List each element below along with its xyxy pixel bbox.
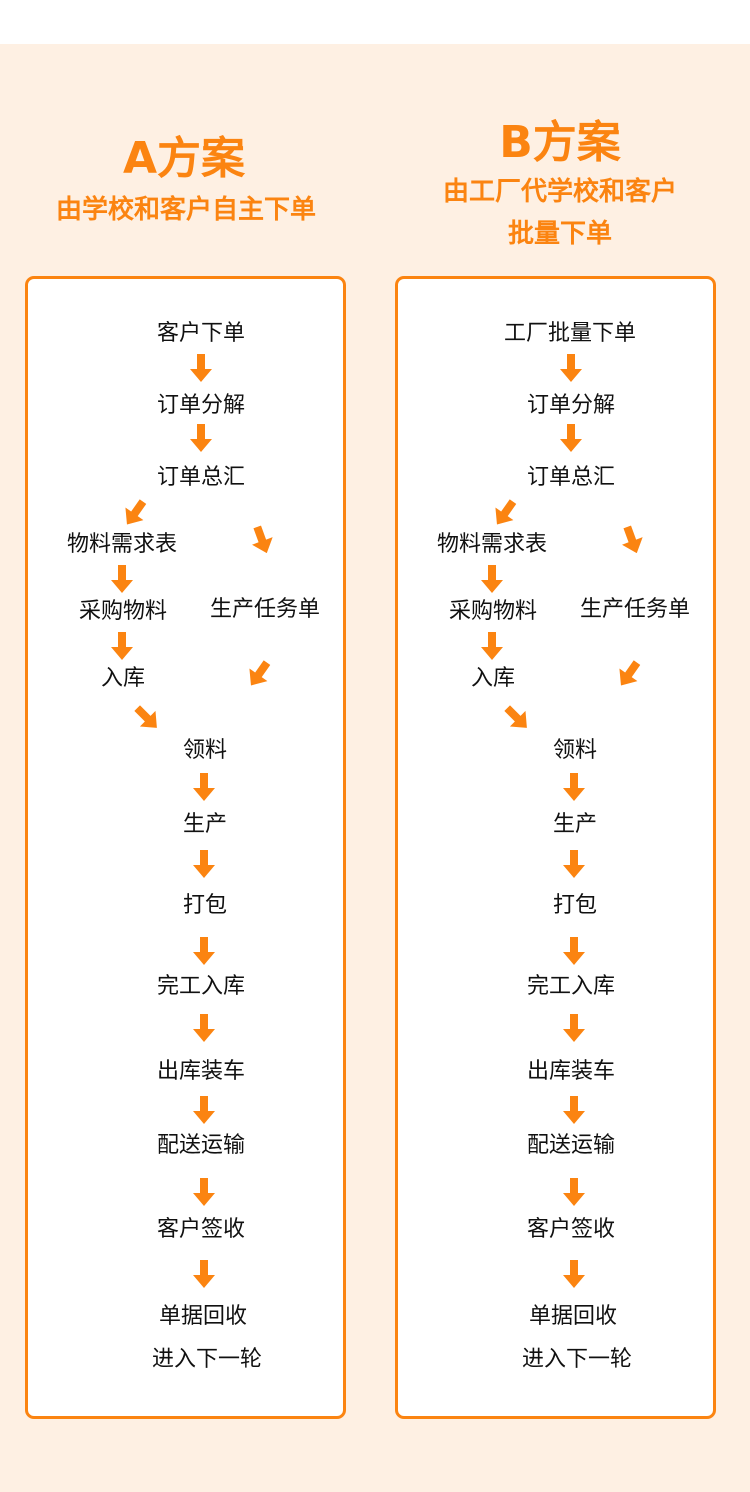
arrow-icon (563, 1014, 585, 1042)
plan-b-flow-step: 采购物料 (448, 599, 538, 624)
arrow-icon (190, 424, 212, 452)
plan-b-flow-step: 订单分解 (526, 393, 616, 418)
plan-a-flow-step: 打包 (182, 893, 228, 918)
arrow-icon (504, 705, 527, 728)
arrow-icon (563, 1178, 585, 1206)
plan-b-subtitle-line1: 由工厂代学校和客户 (442, 177, 678, 207)
arrow-icon (193, 937, 215, 965)
plan-a-title: A方案 (122, 133, 246, 184)
plan-b-flow-step: 打包 (552, 893, 598, 918)
arrow-icon (560, 354, 582, 382)
plan-b-flow-step: 订单总汇 (526, 465, 616, 490)
plan-b-flow-step: 工厂批量下单 (503, 321, 637, 346)
arrow-icon (249, 660, 271, 686)
plan-a-flow-step: 生产任务单 (209, 597, 321, 622)
plan-b-flow-step: 生产任务单 (579, 597, 691, 622)
arrow-icon (193, 773, 215, 801)
plan-b-flow-step: 配送运输 (526, 1133, 616, 1158)
plan-a-flow-step: 生产 (182, 812, 228, 837)
plan-a-flow-step: 采购物料 (78, 599, 168, 624)
arrow-icon (125, 499, 147, 525)
plan-a-flow-step: 订单总汇 (156, 465, 246, 490)
plan-a-flow-step: 客户签收 (156, 1217, 246, 1242)
plan-b-flow-step: 完工入库 (526, 974, 616, 999)
arrow-icon (111, 565, 133, 593)
plan-b-flow-step: 出库装车 (526, 1059, 616, 1084)
arrow-icon (190, 354, 212, 382)
arrow-icon (563, 937, 585, 965)
plan-a-flow-step: 完工入库 (156, 974, 246, 999)
arrow-icon (252, 525, 273, 554)
arrow-icon (134, 705, 157, 728)
plan-b-flow-step: 进入下一轮 (521, 1347, 633, 1372)
arrow-icon (563, 850, 585, 878)
arrow-icon (111, 632, 133, 660)
plan-b-flow-step: 入库 (470, 666, 516, 691)
plan-a-flow-step: 客户下单 (156, 321, 246, 346)
plan-a-flow-step: 配送运输 (156, 1133, 246, 1158)
arrow-icon (193, 1178, 215, 1206)
plan-a-flow-step: 订单分解 (156, 393, 246, 418)
arrow-icon (193, 850, 215, 878)
plan-b-flow-step: 生产 (552, 812, 598, 837)
plan-b-title: B方案 (499, 117, 621, 168)
arrow-icon (495, 499, 517, 525)
plan-b-flow-step: 物料需求表 (436, 532, 548, 557)
plan-b-flow-panel (395, 276, 716, 1419)
arrow-icon (563, 773, 585, 801)
plan-b-subtitle-line2: 批量下单 (507, 219, 613, 249)
arrow-icon (193, 1014, 215, 1042)
plan-a-flow-step: 单据回收 (158, 1304, 248, 1329)
arrow-icon (622, 525, 643, 554)
plan-a-flow-step: 出库装车 (156, 1059, 246, 1084)
arrow-icon (563, 1096, 585, 1124)
plan-b-flow-step: 客户签收 (526, 1217, 616, 1242)
plan-a-flow-step: 入库 (100, 666, 146, 691)
plan-b-flow-step: 领料 (552, 738, 598, 763)
plan-b-flow-step: 单据回收 (528, 1304, 618, 1329)
arrow-icon (619, 660, 641, 686)
plan-a-flow-step: 领料 (182, 738, 228, 763)
arrow-icon (193, 1096, 215, 1124)
plan-a-subtitle: 由学校和客户自主下单 (55, 195, 317, 225)
plan-a-flow-step: 进入下一轮 (151, 1347, 263, 1372)
arrow-icon (481, 632, 503, 660)
arrow-icon (193, 1260, 215, 1288)
arrow-icon (560, 424, 582, 452)
plan-a-flow-panel (25, 276, 346, 1419)
arrow-icon (563, 1260, 585, 1288)
arrow-icon (481, 565, 503, 593)
plan-a-flow-step: 物料需求表 (66, 532, 178, 557)
